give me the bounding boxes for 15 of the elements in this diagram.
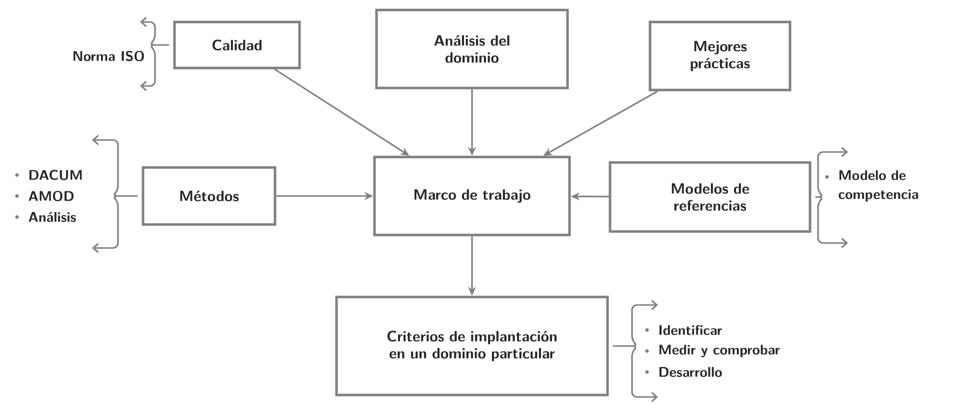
list-item: Medir y comprobar [659,344,780,358]
process-box: Criterios de implantación en un dominio particular [335,296,609,396]
process-box: Marco de trabajo [373,156,571,236]
process-box: Modelos de referencias [608,161,812,233]
list-item: Desarrollo [659,367,722,377]
list-item: Modelo de competencia [838,170,918,202]
process-box: Métodos [142,166,276,226]
list-item: Identificar [660,324,722,336]
list-item: DACUM [29,170,82,180]
process-box: Análisis del dominio [375,8,569,90]
process-box: Calidad [173,20,301,70]
list-item: AMOD [28,190,74,202]
list-item: Análisis [28,212,76,222]
side-label: Norma ISO [74,50,144,62]
process-box: Mejores prácticas [648,20,792,92]
